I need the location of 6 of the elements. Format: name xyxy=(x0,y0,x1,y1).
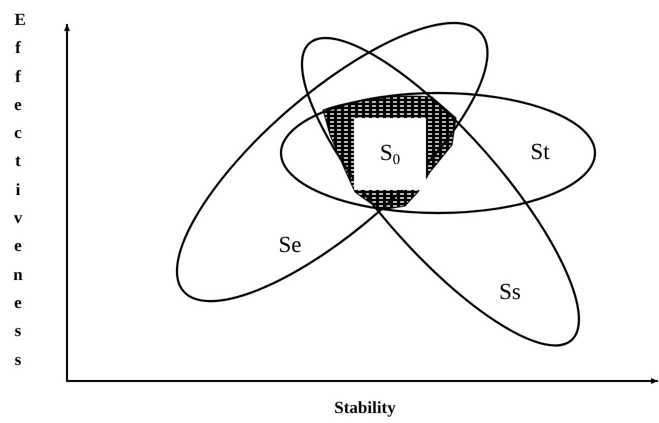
axis-title: Effectiveness xyxy=(12,9,29,371)
set-label: St xyxy=(530,139,550,165)
set-label: Ss xyxy=(499,278,521,305)
axis-title: Stability xyxy=(333,398,397,418)
core-set-box: S$_{0}$ xyxy=(354,118,426,190)
set-label: Se xyxy=(278,232,302,258)
